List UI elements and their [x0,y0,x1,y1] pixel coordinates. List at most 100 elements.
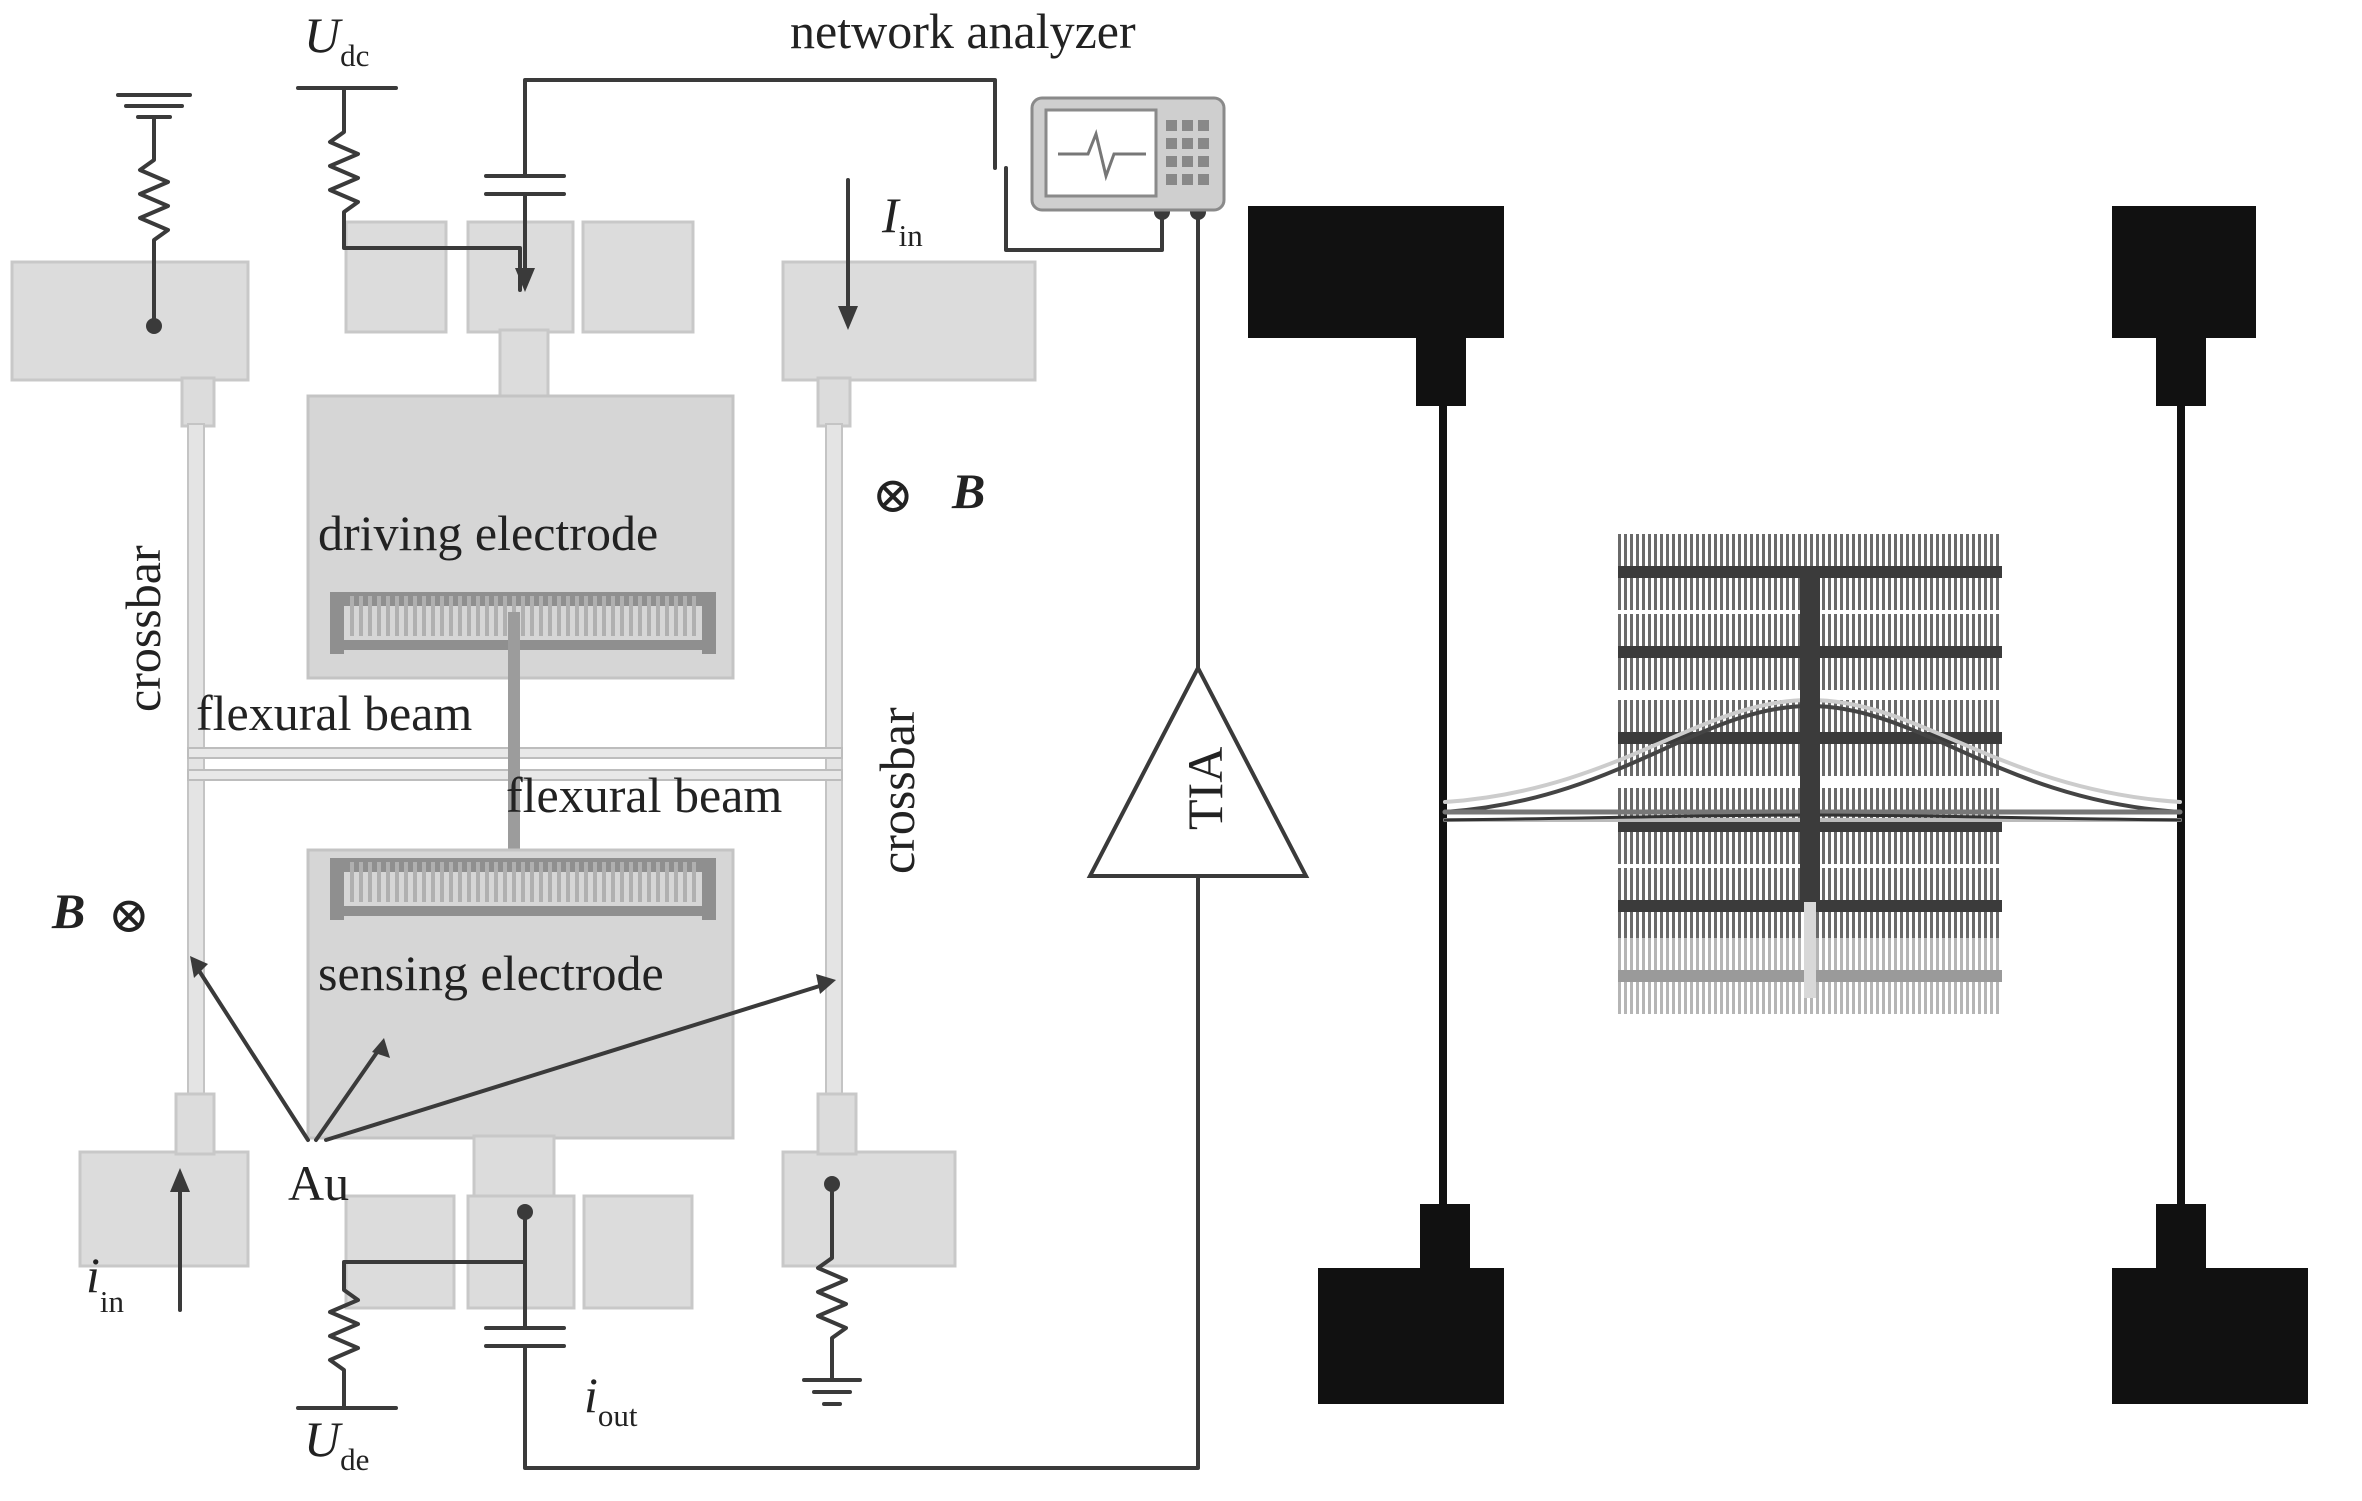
na-key [1198,138,1209,149]
device-comb-finger [1822,578,1825,610]
device-comb-finger [1960,912,1963,944]
device-pad-tl [1248,206,1504,338]
device-comb-finger [1762,938,1765,970]
arrowhead-au-2 [372,1038,390,1058]
au-pointer-2 [314,1046,382,1142]
device-comb-finger [1816,938,1819,970]
device-comb-finger [1738,614,1741,646]
device-comb-finger [1690,788,1693,820]
device-comb-finger [1774,912,1777,944]
comb-finger [395,862,399,902]
device-comb-finger [1894,868,1897,900]
device-comb-finger [1882,578,1885,610]
device-comb-finger [1990,868,1993,900]
device-comb-finger [1972,658,1975,690]
device-comb-finger [1912,658,1915,690]
device-comb-finger [1660,788,1663,820]
comb-finger [431,862,435,902]
device-comb-finger [1816,912,1819,944]
device-comb-finger [1828,982,1831,1014]
device-comb-finger [1954,832,1957,864]
device-comb-finger [1720,938,1723,970]
pad-bottom-small-1 [344,1194,456,1310]
device-comb-finger [1960,578,1963,610]
device-comb-finger [1696,578,1699,610]
comb-finger [377,862,381,902]
device-comb-finger [1948,534,1951,566]
device-comb-finger [1984,832,1987,864]
device-comb-finger [1948,938,1951,970]
device-comb-finger [1702,578,1705,610]
device-comb-finger [1702,658,1705,690]
device-comb-finger [1654,832,1657,864]
device-comb-finger [1654,578,1657,610]
comb-finger [404,862,408,902]
device-comb-finger [1984,938,1987,970]
device-comb-finger [1996,658,1999,690]
device-comb-finger [1960,658,1963,690]
device-comb-finger [1846,534,1849,566]
device-comb-finger [1930,938,1933,970]
device-comb-finger [1852,658,1855,690]
device-comb-finger [1912,614,1915,646]
device-comb-finger [1744,832,1747,864]
comb-finger [521,862,525,902]
comb-finger [692,596,696,636]
device-comb-finger [1918,982,1921,1014]
comb-finger [647,862,651,902]
device-comb-finger [1756,658,1759,690]
device-comb-finger [1978,912,1981,944]
comb-finger [548,596,552,636]
device-comb-finger [1756,788,1759,820]
device-comb-finger [1900,614,1903,646]
device-comb-finger [1792,614,1795,646]
device-comb-finger [1684,614,1687,646]
device-comb-finger [1822,868,1825,900]
device-comb-finger [1942,578,1945,610]
device-comb-finger [1636,614,1639,646]
comb-finger [557,596,561,636]
device-comb-finger [1972,912,1975,944]
node-top-left [146,318,162,334]
device-comb-finger [1648,938,1651,970]
device-comb-finger [1708,744,1711,776]
device-comb-finger [1684,982,1687,1014]
device-comb-finger [1984,658,1987,690]
device-comb-finger [1708,832,1711,864]
device-comb-finger [1780,614,1783,646]
device-comb-finger [1900,982,1903,1014]
device-comb-finger [1942,938,1945,970]
device-pad-bl-neck [1420,1204,1470,1270]
comb-finger [638,862,642,902]
device-comb-finger [1792,788,1795,820]
device-comb-finger [1846,614,1849,646]
device-comb-finger [1618,614,1621,646]
device-comb-finger [1930,868,1933,900]
device-comb-finger [1708,700,1711,732]
device-comb-finger [1786,982,1789,1014]
device-comb-finger [1966,578,1969,610]
device-comb-finger [1798,614,1801,646]
sensing-comb [330,858,716,920]
device-comb-finger [1696,744,1699,776]
device-comb-finger [1936,700,1939,732]
pad-bottom-right-neck [816,1092,858,1156]
device-comb-finger [1678,700,1681,732]
device-comb-finger [1660,868,1663,900]
device-comb-finger [1642,578,1645,610]
device-comb-finger [1894,982,1897,1014]
comb-finger [350,862,354,902]
device-comb-finger [1960,868,1963,900]
device-comb-finger [1678,832,1681,864]
device-comb-finger [1648,614,1651,646]
device-comb-finger [1954,700,1957,732]
device-comb-finger [1924,534,1927,566]
device-comb-finger [1954,534,1957,566]
network-analyzer-icon [1030,96,1226,212]
left-schematic: network analyzer Udc Iin iin iout Ude ⊗ … [10,3,1310,1477]
device-comb-finger [1936,534,1939,566]
device-comb-finger [1972,614,1975,646]
device-comb-finger [1762,744,1765,776]
comb-finger [395,596,399,636]
device-comb-finger [1954,744,1957,776]
